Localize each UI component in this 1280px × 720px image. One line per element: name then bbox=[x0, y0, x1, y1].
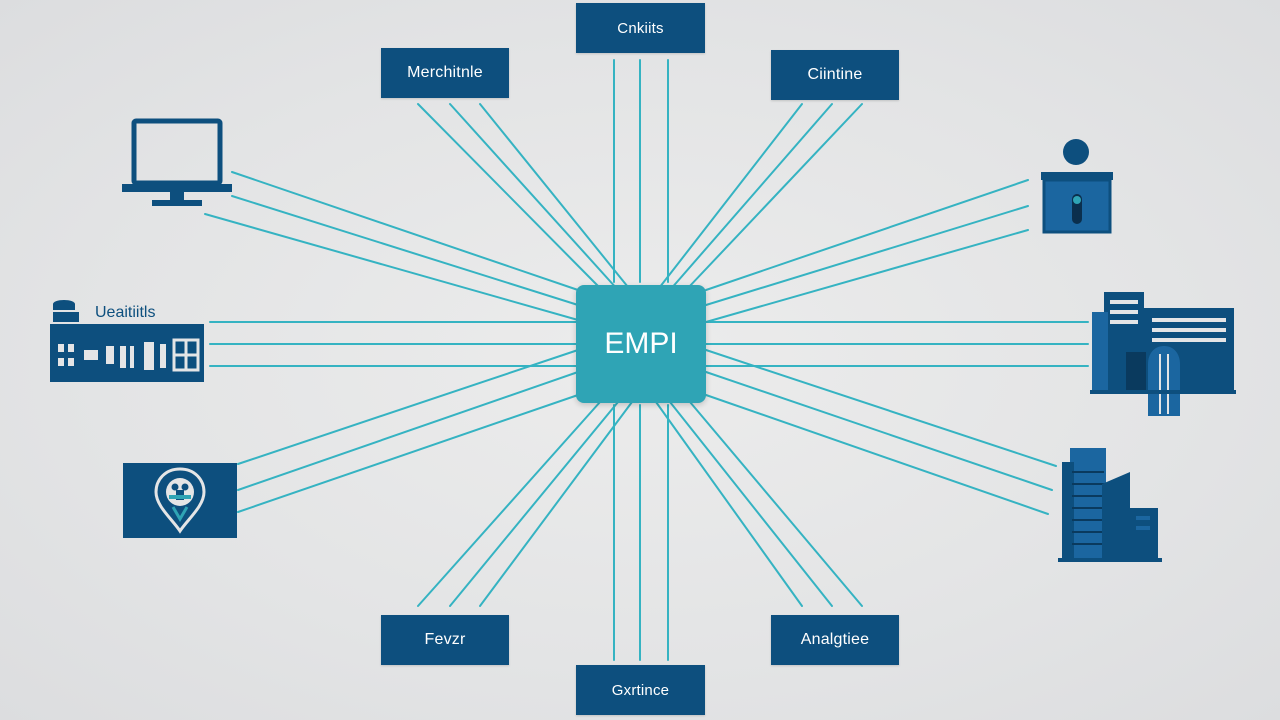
connector-line bbox=[689, 401, 863, 607]
person-id-icon[interactable] bbox=[1040, 138, 1114, 236]
connector-line bbox=[417, 401, 601, 607]
office-building-icon[interactable] bbox=[1090, 290, 1236, 418]
city-buildings-icon[interactable] bbox=[1058, 444, 1162, 564]
connector-line bbox=[449, 103, 619, 291]
hospital-building-icon[interactable] bbox=[48, 298, 208, 384]
connector-line bbox=[204, 213, 579, 321]
hospital-label: Ueaitiitls bbox=[95, 304, 156, 321]
connector-line bbox=[479, 103, 633, 293]
connector-line bbox=[705, 371, 1053, 491]
connector-line bbox=[655, 103, 803, 293]
node-top-center[interactable]: Cnkiits bbox=[576, 3, 705, 53]
connector-line bbox=[705, 229, 1029, 323]
connector-line bbox=[705, 394, 1049, 515]
connector-line bbox=[237, 394, 579, 513]
node-top-right[interactable]: Ciintine bbox=[771, 50, 899, 100]
connector-line bbox=[479, 401, 633, 607]
connector-line bbox=[449, 401, 619, 607]
health-pin-icon[interactable] bbox=[123, 463, 237, 538]
connector-line bbox=[237, 349, 579, 465]
connector-line bbox=[669, 103, 833, 291]
connector-line bbox=[669, 401, 833, 607]
connector-line bbox=[705, 179, 1029, 291]
node-bottom-left[interactable]: Fevzr bbox=[381, 615, 509, 665]
computer-monitor-icon[interactable] bbox=[120, 118, 235, 210]
node-top-left[interactable]: Merchitnle bbox=[381, 48, 509, 98]
node-bottom-right[interactable]: Analgtiee bbox=[771, 615, 899, 665]
connector-line bbox=[705, 205, 1029, 306]
connector-line bbox=[687, 103, 863, 289]
connector-line bbox=[237, 371, 579, 491]
node-bottom-center[interactable]: Gxrtince bbox=[576, 665, 705, 715]
connector-line bbox=[231, 171, 579, 291]
connector-line bbox=[417, 103, 601, 289]
empi-hub[interactable]: EMPI bbox=[576, 285, 706, 403]
connector-line bbox=[231, 195, 579, 306]
connector-line bbox=[655, 401, 803, 607]
connector-line bbox=[705, 349, 1057, 467]
